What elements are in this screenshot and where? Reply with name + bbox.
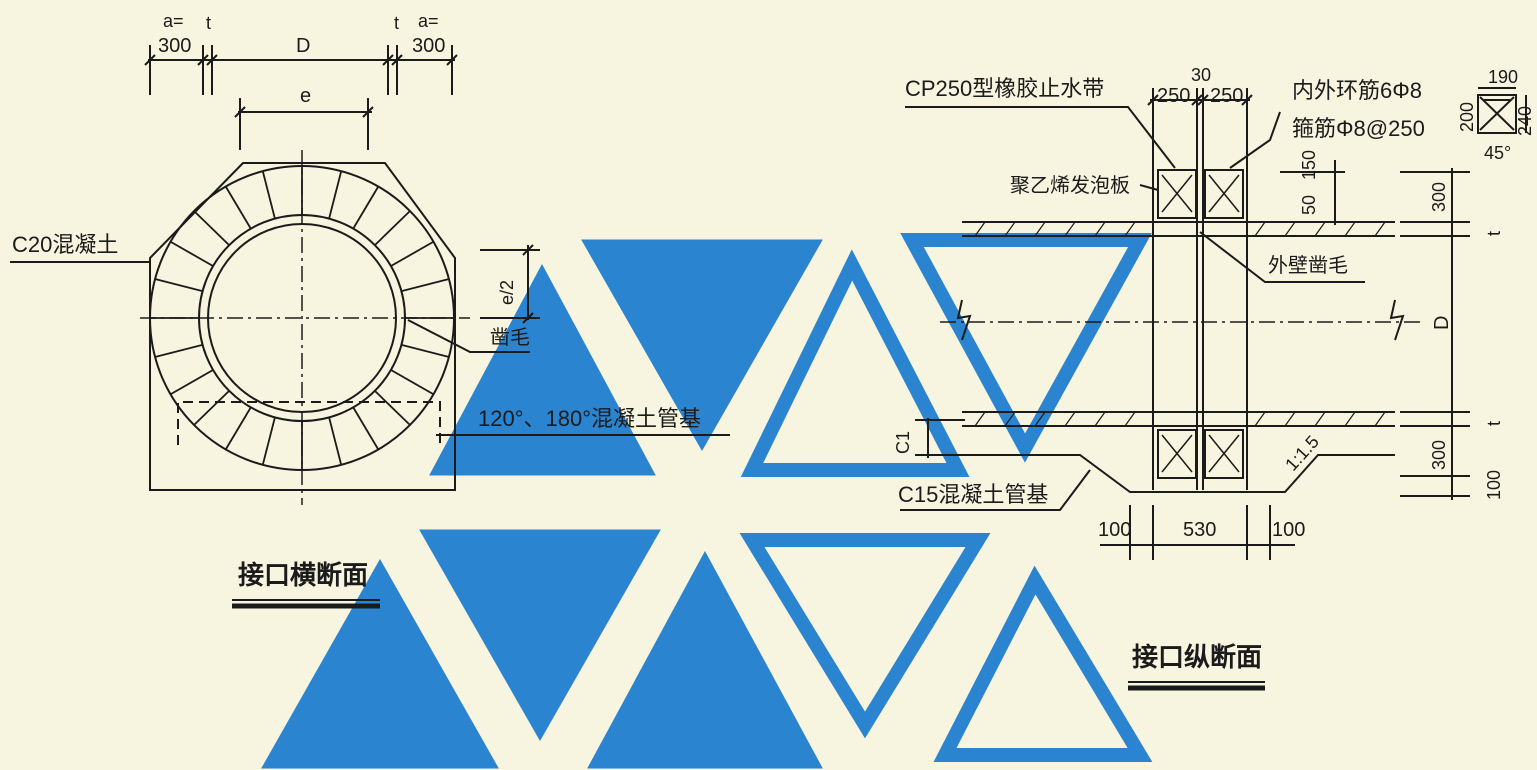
dim-D-long: D	[1431, 315, 1453, 330]
triangle-filled-5	[587, 550, 823, 769]
dim-300-top: 300	[1429, 181, 1449, 212]
detail-dim-190: 190	[1488, 67, 1519, 87]
foam-block-bottom-left	[1157, 429, 1197, 479]
dim-D-label: D	[296, 35, 311, 57]
stirrup-detail	[1477, 87, 1527, 134]
dim-100-right: 100	[1484, 469, 1504, 500]
dim-t-bottom: t	[1484, 420, 1504, 426]
triangle-outline-2	[900, 233, 1152, 463]
dim-530: 530	[1183, 519, 1217, 541]
dim-250-right: 250	[1210, 85, 1244, 107]
label-c15-base: C15混凝土管基	[898, 482, 1049, 507]
detail-dim-200: 200	[1457, 101, 1477, 132]
dim-a-left-value: 300	[158, 35, 192, 57]
detail-dim-240: 240	[1515, 105, 1535, 136]
dim-c1: C1	[893, 430, 913, 454]
foam-block-top-right	[1204, 169, 1244, 219]
dim-150: 150	[1299, 149, 1319, 180]
dim-100-mid: 100	[1272, 519, 1306, 541]
title-cross-section: 接口横断面	[238, 560, 369, 590]
label-concrete-base: 120°、180°混凝土管基	[478, 406, 702, 431]
triangle-outline-3	[739, 533, 991, 739]
detail-dim-45: 45°	[1484, 143, 1512, 163]
dim-50: 50	[1299, 194, 1319, 215]
triangle-outline-4	[933, 565, 1153, 762]
label-stirrup: 箍筋Φ8@250	[1292, 116, 1425, 141]
dim-e-label: e	[300, 85, 312, 107]
triangle-filled-3	[419, 529, 661, 742]
dim-e-half-label: e/2	[497, 279, 517, 305]
triangle-filled-4	[261, 558, 499, 769]
concrete-encasement	[149, 162, 456, 491]
triangle-filled-2	[581, 239, 823, 452]
label-chisel: 凿毛	[490, 327, 530, 349]
dim-300-bottom: 300	[1429, 439, 1449, 470]
dim-100-left: 100	[1098, 519, 1132, 541]
label-ring-bar: 内外环筋6Φ8	[1292, 78, 1423, 103]
long-section-drawing	[900, 88, 1470, 691]
c15-base	[965, 454, 1395, 493]
triangle-outline-1	[740, 249, 970, 477]
dim-gap-30: 30	[1191, 65, 1212, 85]
dim-a-left-label: a=	[163, 11, 184, 31]
foam-block-top-left	[1157, 169, 1197, 219]
dim-a-right-label: a=	[418, 11, 439, 31]
label-outer-chisel: 外壁凿毛	[1268, 255, 1348, 277]
triangle-pattern	[261, 233, 1153, 769]
title-long-section: 接口纵断面	[1132, 642, 1263, 672]
cross-section-drawing	[10, 45, 730, 609]
dim-t-left-label: t	[206, 13, 212, 33]
label-foam-board: 聚乙烯发泡板	[1010, 175, 1130, 197]
dim-t-right-label: t	[394, 13, 400, 33]
dim-250-left: 250	[1157, 85, 1191, 107]
dim-t-top: t	[1484, 230, 1504, 236]
label-c20-concrete: C20混凝土	[12, 232, 119, 257]
label-waterstop: CP250型橡胶止水带	[905, 76, 1105, 101]
triangle-filled-1	[429, 263, 656, 476]
foam-block-bottom-right	[1204, 429, 1244, 479]
dim-a-right-value: 300	[412, 35, 446, 57]
